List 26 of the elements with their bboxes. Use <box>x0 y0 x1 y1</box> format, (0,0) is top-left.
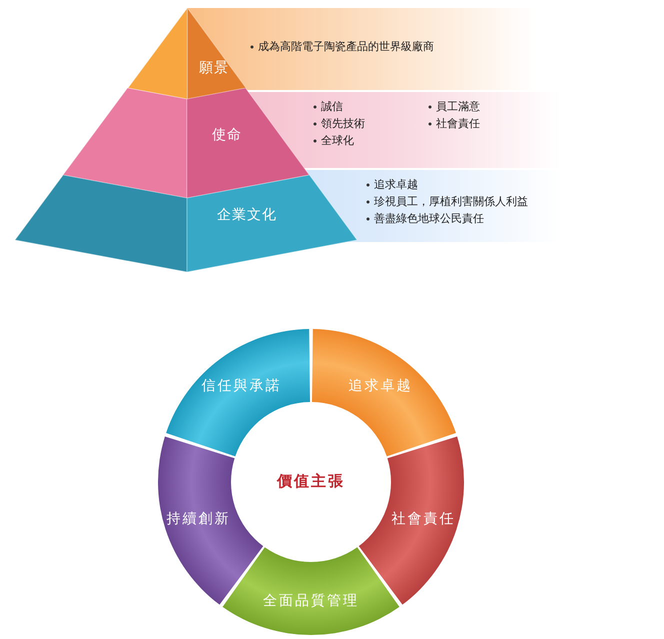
pyramid-level <box>15 175 357 272</box>
pyramid-level <box>63 88 310 198</box>
bullet-text: 領先技術 <box>312 117 365 131</box>
bullet-text: 珍視員工，厚植利害關係人利益 <box>365 195 528 209</box>
bullet-text: 誠信 <box>312 100 343 114</box>
segment-label: 持續創新 <box>166 510 230 527</box>
ring-segment <box>358 436 464 605</box>
ring-segment <box>158 436 264 605</box>
level-label: 企業文化 <box>217 206 277 223</box>
segment-label: 社會責任 <box>392 510 456 527</box>
level-label: 使命 <box>212 126 242 143</box>
bullet-text: 員工滿意 <box>427 100 480 114</box>
ring-segment <box>222 547 400 635</box>
bullet-text: 社會責任 <box>427 117 480 131</box>
pyramid-level <box>128 8 246 100</box>
bullet-text: 善盡綠色地球公民責任 <box>365 212 484 226</box>
bullet-text: 全球化 <box>312 134 354 148</box>
center-label: 價值主張 <box>277 472 345 490</box>
segment-label: 追求卓越 <box>348 378 413 394</box>
bullet-text: 成為高階電子陶瓷產品的世界級廠商 <box>249 40 434 54</box>
ring-segment <box>166 329 311 457</box>
ring-segment <box>311 329 456 457</box>
level-label: 願景 <box>198 60 229 76</box>
bullet-text: 追求卓越 <box>365 178 418 192</box>
segment-label: 信任與承諾 <box>201 378 282 394</box>
segment-label: 全面品質管理 <box>263 592 359 608</box>
